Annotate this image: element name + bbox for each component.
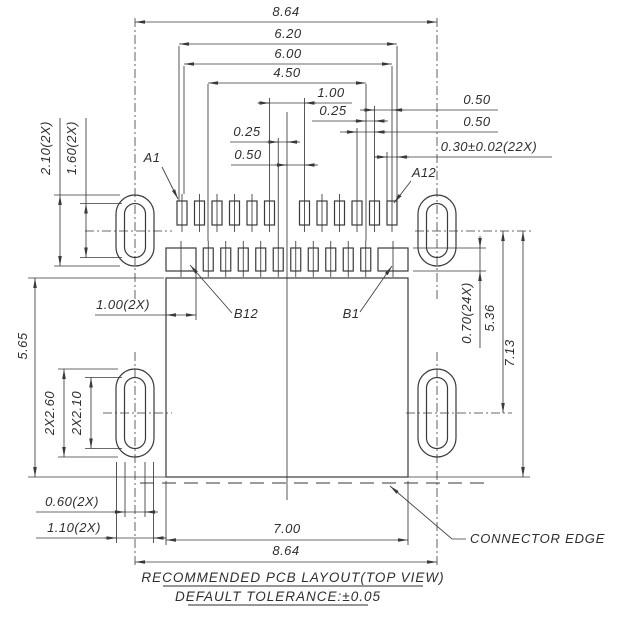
pin-a12-label: A12 [411, 165, 437, 180]
dim-row-b-span: 4.50 [208, 65, 366, 85]
leader-a1 [161, 166, 179, 200]
dim-total-height: 7.13 [502, 231, 525, 477]
dim-pad-length-label: 0.70(24X) [459, 282, 474, 344]
dim-hole-width: 1.10(2X) [36, 520, 166, 540]
dim-overall-bottom: 8.64 [135, 543, 437, 564]
dim-hole-to-hole: 5.36 [482, 231, 505, 413]
dim-half-right-2-label: 0.50 [463, 114, 491, 129]
dim-hole-to-hole-label: 5.36 [482, 304, 497, 332]
dim-slot-width: 0.60(2X) [36, 494, 158, 514]
dim-quarter-left: 0.25 [230, 124, 300, 144]
dim-body-height-label: 5.65 [15, 332, 30, 360]
dim-hole-top-outer-label: 2.10(2X) [38, 121, 53, 176]
mounting-holes [115, 194, 457, 458]
connector-edge-label: CONNECTOR EDGE [470, 531, 605, 546]
pin-b12-label: B12 [234, 306, 259, 321]
hole-centerlines [85, 18, 532, 567]
dim-row-b-span-label: 4.50 [273, 65, 301, 80]
drawing-titles: RECOMMENDED PCB LAYOUT(TOP VIEW) DEFAULT… [141, 570, 444, 606]
leader-a12 [393, 180, 412, 204]
dim-row-a-span-label: 6.00 [274, 46, 302, 61]
dim-overall-bottom-label: 8.64 [272, 543, 299, 558]
dim-body-width: 7.00 [166, 521, 408, 542]
dim-pad-width-label: 0.30±0.02(22X) [441, 139, 538, 154]
dim-center-pitch: 1.00 [257, 85, 352, 105]
dim-hole-width-label: 1.10(2X) [47, 520, 101, 535]
dim-wide-pad: 1.00(2X) [96, 297, 196, 317]
dim-hole-bottom-inner: 2X2.10 [69, 377, 93, 449]
connector-edge-note: CONNECTOR EDGE [389, 485, 605, 546]
dim-shell-width-label: 6.20 [274, 26, 302, 41]
dim-hole-bottom-outer: 2X2.60 [42, 369, 66, 457]
dim-half-left: 0.50 [231, 147, 318, 167]
dim-hole-bottom-inner-label: 2X2.10 [69, 391, 84, 436]
pin-a1-label: A1 [143, 150, 161, 165]
dim-wide-pad-label: 1.00(2X) [96, 297, 150, 312]
dim-quarter-left-label: 0.25 [233, 124, 261, 139]
dim-hole-bottom-outer-label: 2X2.60 [42, 391, 57, 436]
leader-connector-edge [389, 485, 466, 540]
tolerance-note: DEFAULT TOLERANCE:±0.05 [175, 589, 381, 604]
leader-b1 [359, 265, 393, 313]
dim-center-pitch-label: 1.00 [317, 85, 345, 100]
dim-slot-width-label: 0.60(2X) [45, 494, 99, 509]
dim-overall-top-label: 8.64 [272, 4, 299, 19]
dim-row-a-span: 6.00 [184, 46, 392, 66]
dim-shell-width: 6.20 [179, 26, 397, 46]
dim-half-left-label: 0.50 [234, 147, 262, 162]
dim-half-right-2: 0.50 [340, 114, 498, 134]
drawing-title: RECOMMENDED PCB LAYOUT(TOP VIEW) [141, 570, 444, 585]
dim-hole-top-outer: 2.10(2X) [38, 121, 62, 266]
pin-b1-label: B1 [343, 306, 360, 321]
extension-lines [28, 46, 530, 545]
dim-hole-top-inner: 1.60(2X) [64, 121, 88, 258]
dim-body-width-label: 7.00 [273, 521, 301, 536]
dim-total-height-label: 7.13 [502, 339, 517, 367]
dim-hole-top-inner-label: 1.60(2X) [64, 121, 79, 175]
dim-half-right-1-label: 0.50 [463, 92, 491, 107]
dim-pad-width: 0.30±0.02(22X) [374, 139, 552, 159]
dim-pad-length: 0.70(24X) [459, 238, 482, 344]
dim-quarter-right-label: 0.25 [319, 103, 347, 118]
pin-labels: A1 A12 B12 B1 [143, 150, 437, 321]
dim-half-right-1: 0.50 [360, 92, 498, 112]
dim-body-height: 5.65 [15, 278, 37, 477]
pad-centerlines [180, 194, 394, 277]
leader-b12 [189, 264, 233, 314]
dim-quarter-right: 0.25 [312, 103, 388, 123]
dim-overall-top: 8.64 [135, 4, 437, 24]
